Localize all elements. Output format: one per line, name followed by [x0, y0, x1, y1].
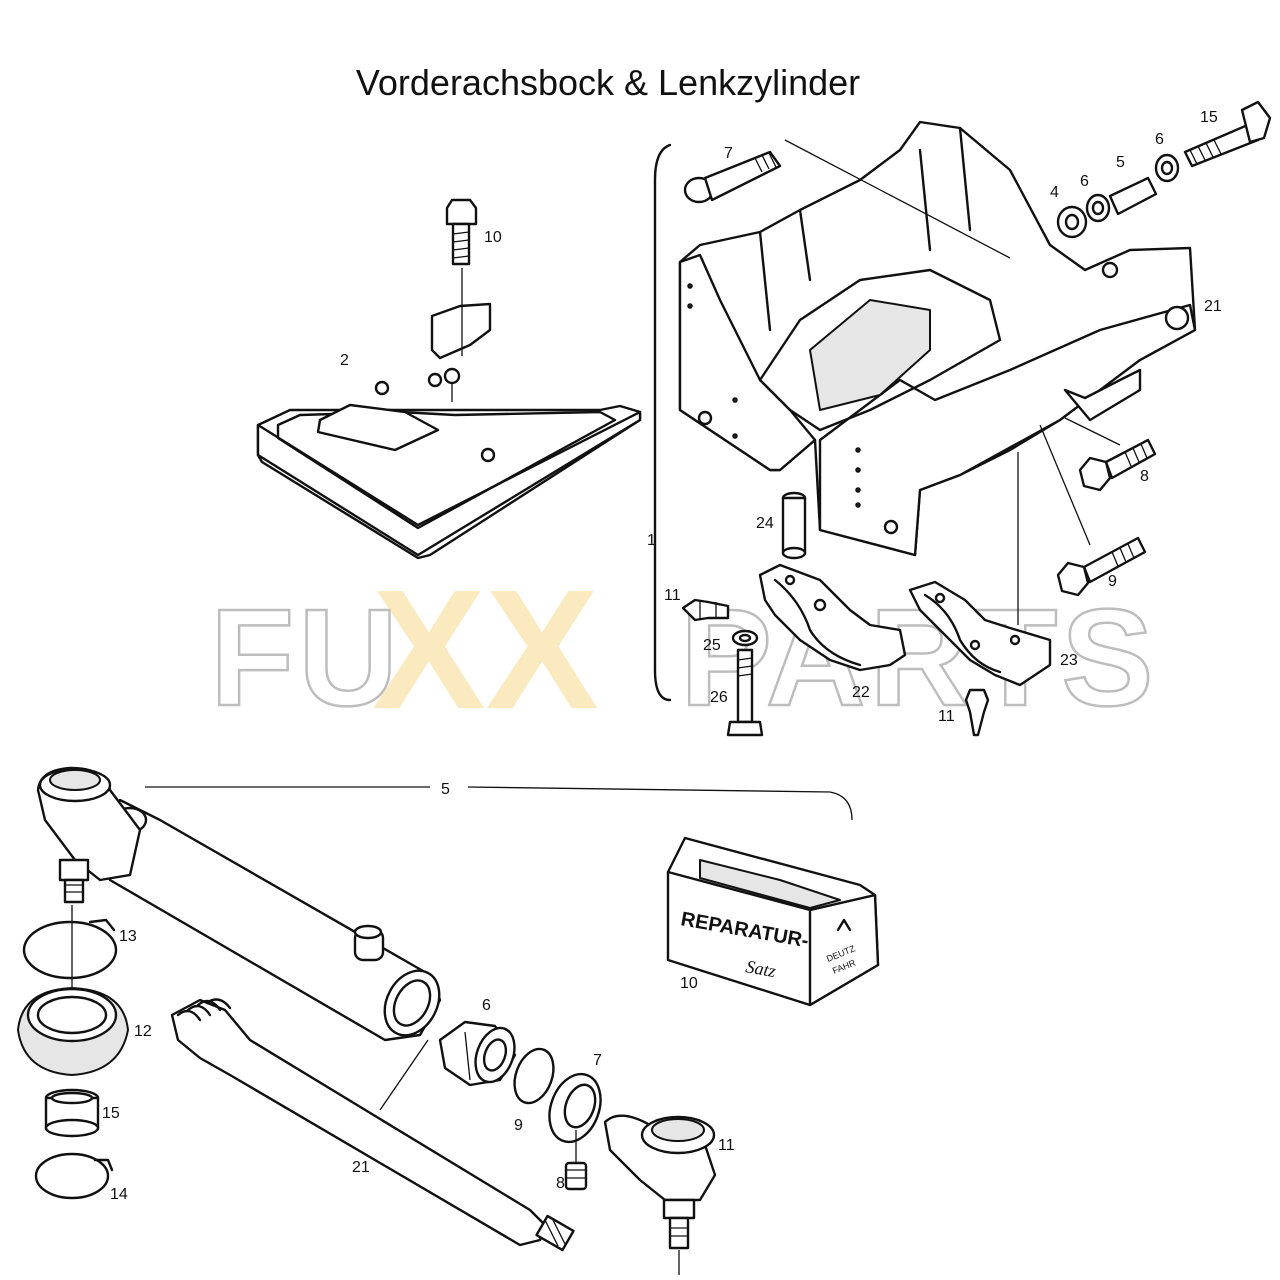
- label-7: 7: [724, 145, 733, 162]
- bushing-15: [44, 1088, 100, 1138]
- label-15: 15: [1200, 109, 1218, 126]
- label-9: 9: [1108, 573, 1117, 590]
- piston-rod-21: [170, 998, 575, 1252]
- watermark-center: XX: [372, 555, 599, 745]
- bolt-7: [683, 139, 1011, 259]
- label-b8: 8: [556, 1175, 565, 1192]
- gland-nut-6: [438, 1020, 517, 1087]
- label-b15: 15: [102, 1105, 120, 1122]
- bolt-8: [1064, 417, 1157, 492]
- label-24: 24: [756, 515, 774, 532]
- label-4: 4: [1050, 184, 1059, 201]
- top-callouts: 10 2 7 15 6 5 6 4 21 8 9 1 24 11 25 26 2…: [340, 109, 1222, 725]
- bushing-24: [781, 491, 807, 560]
- label-b13: 13: [119, 928, 137, 945]
- label-25: 25: [703, 637, 721, 654]
- cylinder-assembly-5: [36, 766, 853, 1111]
- label-b21: 21: [352, 1159, 370, 1176]
- label-b10: 10: [680, 975, 698, 992]
- circlip-13: [22, 918, 118, 980]
- bearing-block-23: [908, 452, 1052, 687]
- label-6b: 6: [1080, 173, 1089, 190]
- label-6a: 6: [1155, 131, 1164, 148]
- ball-joint-11: [603, 1114, 717, 1275]
- diagram-title: Vorderachsbock & Lenkzylinder: [355, 62, 861, 103]
- label-5: 5: [1116, 154, 1125, 171]
- lock-nut-7: [548, 1072, 602, 1144]
- label-1: 1: [647, 532, 656, 549]
- label-21: 21: [1204, 298, 1222, 315]
- label-b12: 12: [134, 1023, 152, 1040]
- label-26: 26: [710, 689, 728, 706]
- frame-part-2: [256, 268, 642, 560]
- label-b5: 5: [441, 781, 450, 798]
- repair-kit-box-10: REPARATUR- Satz DEUTZ FAHR: [666, 836, 880, 1007]
- washer-25-bolt-26: [726, 629, 764, 737]
- watermark-left: FU: [210, 581, 402, 735]
- circlip-14: [34, 1152, 114, 1200]
- label-11b: 11: [938, 708, 955, 725]
- label-b11: 11: [718, 1137, 735, 1154]
- axle-bracket-part-1: [653, 120, 1197, 702]
- label-22: 22: [852, 684, 870, 701]
- label-b9: 9: [514, 1117, 523, 1134]
- seal-12: [17, 987, 129, 1076]
- label-10: 10: [484, 229, 502, 246]
- label-b7: 7: [593, 1052, 602, 1069]
- label-b14: 14: [110, 1186, 128, 1203]
- label-2: 2: [340, 352, 349, 369]
- bolt-10: [445, 198, 478, 266]
- hardware-4-6-5-6-15: [1056, 100, 1272, 239]
- set-screw-8: [564, 1130, 588, 1191]
- label-b6: 6: [482, 997, 491, 1014]
- bearing-block-22: [758, 563, 907, 672]
- label-8: 8: [1140, 468, 1149, 485]
- grease-nipples: [681, 598, 990, 737]
- o-ring-9: [513, 1047, 555, 1105]
- bottom-callouts: 5 13 12 15 14 21 6 9 7 8 11 10: [102, 781, 735, 1203]
- label-23: 23: [1060, 652, 1078, 669]
- label-11a: 11: [664, 587, 681, 604]
- bolt-9: [1039, 424, 1147, 597]
